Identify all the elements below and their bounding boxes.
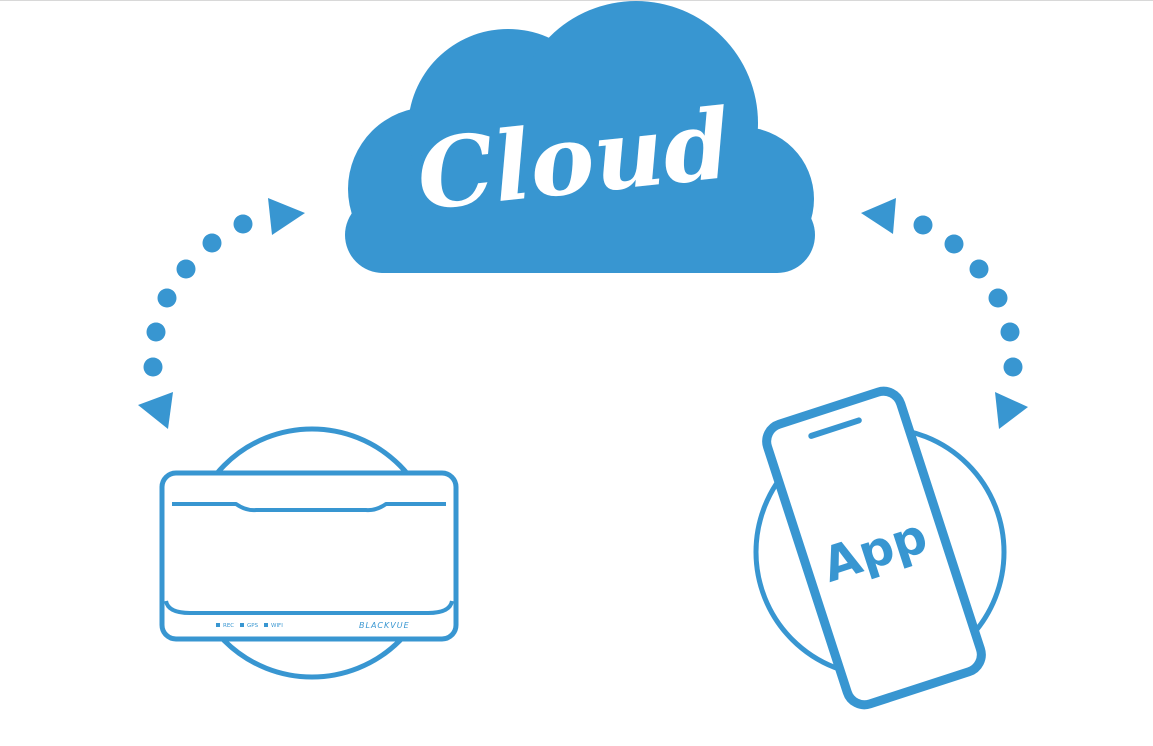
arrowhead-icon	[995, 392, 1028, 429]
smartphone-icon: App	[762, 386, 986, 710]
dot	[146, 322, 166, 342]
dot	[202, 233, 222, 253]
dot	[233, 214, 253, 234]
dashcam-device-icon	[159, 426, 459, 680]
dot	[143, 357, 163, 377]
phone-body	[762, 386, 986, 710]
phone-earpiece	[808, 417, 862, 439]
device-lid-line	[172, 502, 446, 513]
dot	[1003, 357, 1023, 377]
dot	[1000, 322, 1020, 342]
device-brand-logo: BLACKVUE	[359, 621, 410, 630]
arrowhead-icon	[138, 392, 173, 429]
arrowhead-icon	[861, 198, 896, 234]
left-sync-path	[138, 198, 305, 429]
indicator-label: WIFI	[271, 623, 283, 629]
dot	[176, 259, 196, 279]
device-indicator-row: REC GPS WIFI BLACKVUE	[216, 621, 410, 630]
dot	[913, 215, 933, 235]
indicator-label: GPS	[247, 623, 259, 629]
device-base-seam	[164, 600, 454, 615]
arrowhead-icon	[268, 198, 305, 235]
right-dots	[913, 215, 1023, 377]
indicator-label: REC	[223, 623, 234, 629]
dot	[157, 288, 177, 308]
led-wifi	[264, 623, 268, 627]
device-body	[159, 470, 459, 642]
led-rec	[216, 623, 220, 627]
dot	[944, 234, 964, 254]
dot	[988, 288, 1008, 308]
dot	[969, 259, 989, 279]
smartphone-device: App	[753, 386, 1007, 710]
led-gps	[240, 623, 244, 627]
right-sync-path	[861, 198, 1028, 429]
left-dots	[143, 214, 253, 377]
cloud-icon	[345, 1, 815, 273]
